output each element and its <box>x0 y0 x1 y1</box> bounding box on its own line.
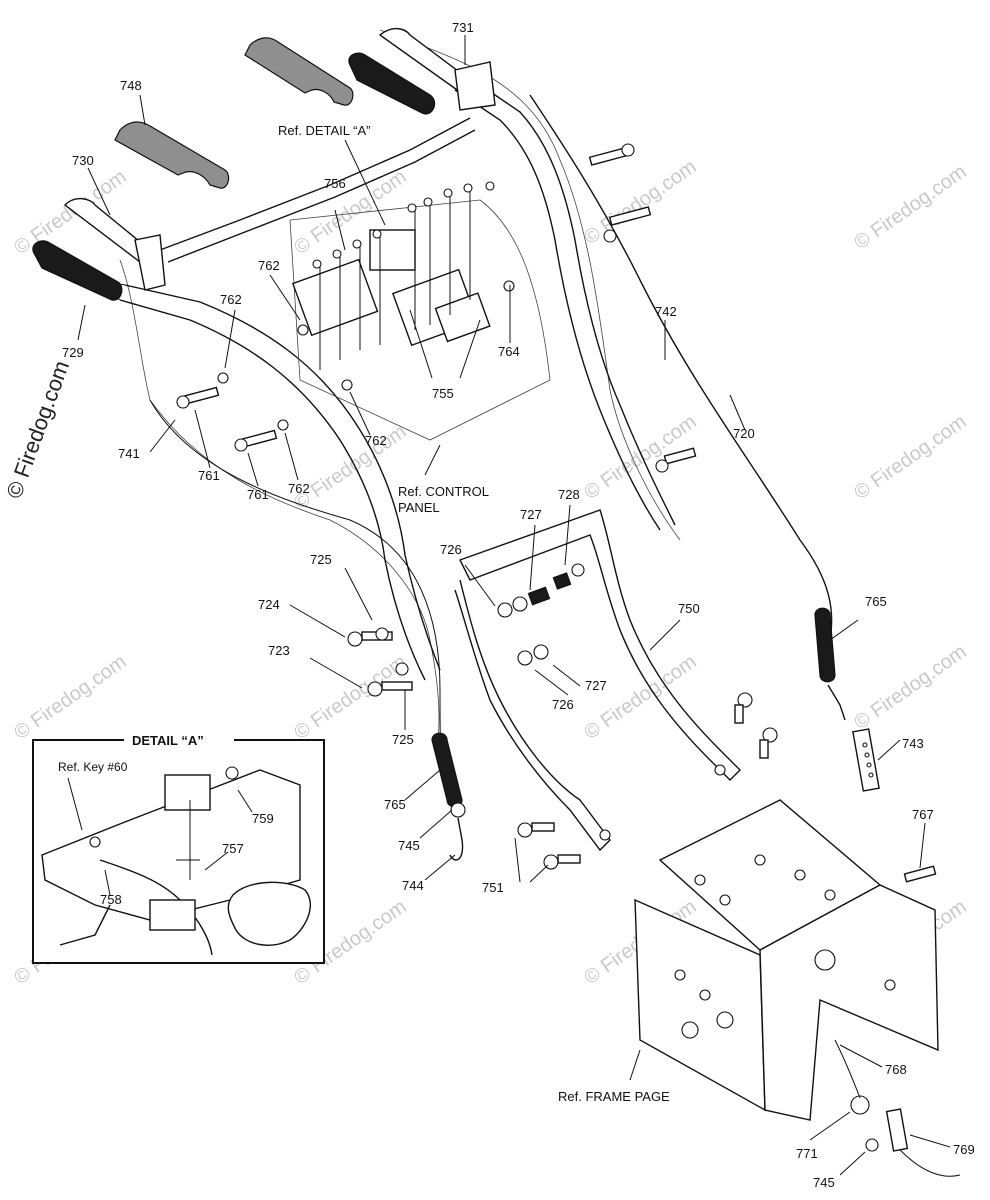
control-panel <box>289 181 551 441</box>
watermark: © Firedog.com <box>850 161 970 254</box>
callout-759: 759 <box>252 811 274 826</box>
pivot-hardware <box>834 865 961 1177</box>
callout-767: 767 <box>912 807 934 822</box>
callout-771: 771 <box>796 1146 818 1161</box>
callout-741: 741 <box>118 446 140 461</box>
ref-key-60: Ref. Key #60 <box>58 760 128 774</box>
grip-cover-748-left <box>114 121 230 189</box>
callout-765-left: 765 <box>384 797 406 812</box>
callout-726b: 726 <box>552 697 574 712</box>
callout-723: 723 <box>268 643 290 658</box>
callout-725b: 725 <box>392 732 414 747</box>
callout-731: 731 <box>452 20 474 35</box>
callout-762a: 762 <box>258 258 280 273</box>
callout-757: 757 <box>222 841 244 856</box>
cable-adjuster-765-right <box>814 607 846 721</box>
callout-768: 768 <box>885 1062 907 1077</box>
detail-a-title: DETAIL “A” <box>132 733 204 748</box>
watermark: © Firedog.com <box>10 166 130 259</box>
callout-725a: 725 <box>310 552 332 567</box>
callout-labels: 731 748 730 729 756 762 762 762 762 761 … <box>62 20 975 1190</box>
grip-729 <box>32 240 123 301</box>
callout-726a: 726 <box>440 542 462 557</box>
callout-761a: 761 <box>198 468 220 483</box>
reference-labels: Ref. DETAIL “A” Ref. CONTROL PANEL Ref. … <box>278 123 670 1104</box>
callout-728: 728 <box>558 487 580 502</box>
hardware-left-upper <box>176 280 515 452</box>
callout-724: 724 <box>258 597 280 612</box>
frame <box>634 799 939 1121</box>
grip-cover-748-right <box>244 37 354 106</box>
callout-730: 730 <box>72 153 94 168</box>
detail-clip <box>149 899 196 931</box>
leader-lines <box>77 35 951 1176</box>
left-handle-tube <box>114 284 441 681</box>
spacer-hardware <box>497 563 585 666</box>
detail-a-title-bg <box>124 731 234 749</box>
watermark-main: © Firedog.com <box>1 357 74 501</box>
callout-744: 744 <box>402 878 424 893</box>
callout-765-right: 765 <box>865 594 887 609</box>
bolts-723-724 <box>347 627 413 697</box>
grip-top-black <box>348 52 436 115</box>
callout-729: 729 <box>62 345 84 360</box>
lower-handle-750 <box>454 509 741 852</box>
bracket-743 <box>852 728 880 792</box>
callout-761b: 761 <box>247 487 269 502</box>
callout-762c: 762 <box>365 433 387 448</box>
ref-control-panel-line2: PANEL <box>398 500 440 515</box>
callout-745b: 745 <box>813 1175 835 1190</box>
callout-764: 764 <box>498 344 520 359</box>
hardware-right-upper <box>588 143 697 473</box>
handlebar-730 <box>63 197 166 291</box>
ref-control-panel-line1: Ref. CONTROL <box>398 484 489 499</box>
cable-742 <box>529 94 833 641</box>
callout-742: 742 <box>655 304 677 319</box>
watermark: © Firedog.com <box>290 651 410 744</box>
callout-743: 743 <box>902 736 924 751</box>
detail-oval-part <box>227 881 311 946</box>
handle-outline <box>119 29 681 741</box>
callout-727b: 727 <box>585 678 607 693</box>
watermark: © Firedog.com <box>850 641 970 734</box>
callout-745a: 745 <box>398 838 420 853</box>
detail-bracket <box>164 774 211 811</box>
cable-adjuster-765-left <box>431 732 466 861</box>
callout-762d: 762 <box>288 481 310 496</box>
watermark: © Firedog.com <box>850 411 970 504</box>
handlebar-731 <box>378 27 496 111</box>
callout-756: 756 <box>324 176 346 191</box>
callout-750: 750 <box>678 601 700 616</box>
callout-758: 758 <box>100 892 122 907</box>
upper-crossbar <box>159 117 476 263</box>
right-handle-tube <box>454 77 676 531</box>
callout-748: 748 <box>120 78 142 93</box>
watermark: © Firedog.com <box>10 651 130 744</box>
callout-727a: 727 <box>520 507 542 522</box>
callout-720: 720 <box>733 426 755 441</box>
detail-a-inset: DETAIL “A” Ref. Key #60 759 757 758 <box>32 731 325 964</box>
callout-769: 769 <box>953 1142 975 1157</box>
callout-762b: 762 <box>220 292 242 307</box>
ref-detail-a: Ref. DETAIL “A” <box>278 123 370 138</box>
ref-frame-page: Ref. FRAME PAGE <box>558 1089 670 1104</box>
callout-751: 751 <box>482 880 504 895</box>
callout-755: 755 <box>432 386 454 401</box>
